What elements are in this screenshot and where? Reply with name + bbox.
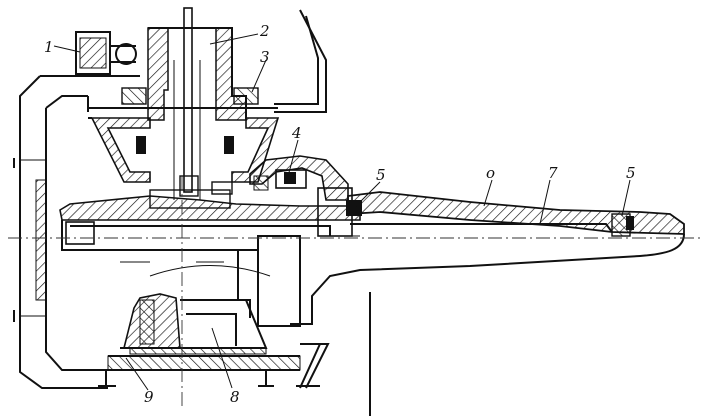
part-1-bearing (75, 31, 137, 75)
callouts: 1 2 3 4 5 o 7 5 8 9 (44, 22, 636, 406)
part-3-bearing-housing (88, 87, 280, 183)
axis-lines (8, 176, 700, 406)
part-7-spindle-arm (290, 187, 685, 325)
callout-5-left: 5 (376, 166, 386, 184)
part-4-gear-cover (249, 155, 349, 201)
callout-2: 2 (259, 22, 270, 40)
leader-lines (53, 33, 631, 391)
spindle-hub (59, 175, 361, 251)
callout-1: 1 (44, 38, 54, 56)
callout-8: 8 (230, 388, 240, 406)
outer-casing (13, 75, 140, 389)
callout-7: 7 (548, 164, 558, 182)
lower-disk (70, 235, 301, 327)
callout-6: o (486, 164, 495, 182)
callout-4: 4 (291, 124, 302, 142)
part-8-lower-support (120, 293, 268, 355)
callout-3: 3 (260, 48, 270, 66)
frame-wall (274, 9, 371, 416)
callout-5-right: 5 (626, 164, 636, 182)
part-9-base (98, 355, 320, 387)
callout-9: 9 (144, 388, 154, 406)
